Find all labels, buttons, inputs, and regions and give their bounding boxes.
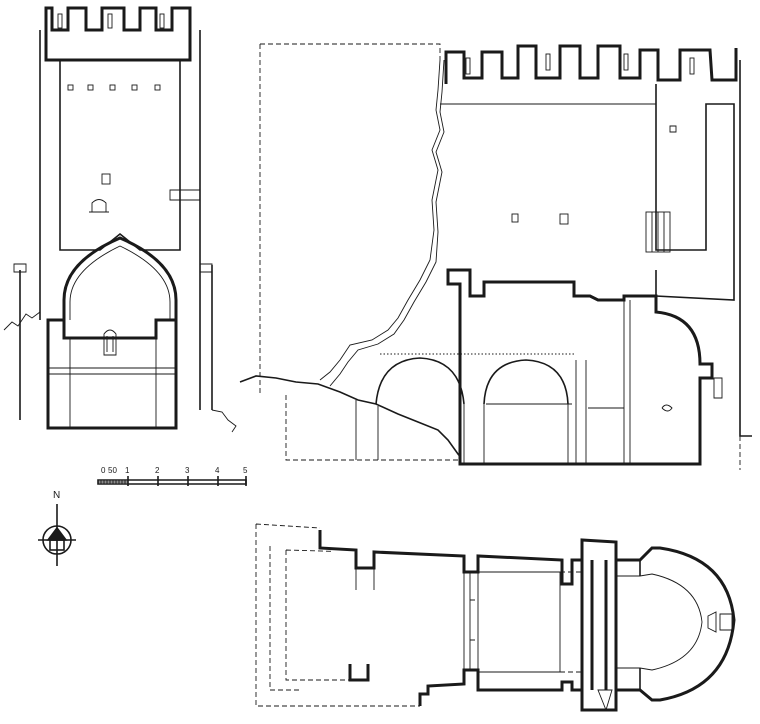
- scale-tick-label: 4: [215, 466, 220, 475]
- west-window-small: [101, 173, 111, 185]
- west-pointed-arch-outer: [62, 236, 178, 320]
- west-ruin-edge-right: [211, 409, 237, 433]
- west-side-corbel: [169, 189, 201, 201]
- south-battlement: [444, 44, 738, 84]
- ground-plan: [255, 523, 736, 712]
- south-tower-body: [655, 84, 735, 301]
- south-opening-1: [511, 213, 519, 223]
- south-ground-line: [239, 375, 467, 465]
- scale-tick-label: 50: [108, 466, 117, 475]
- north-arrow-base: [49, 539, 65, 551]
- north-label: N: [53, 490, 60, 501]
- scale-bar: 0 50 1 2 3 4 5: [97, 466, 248, 486]
- south-ornament: [661, 404, 673, 412]
- scale-tick-label: 5: [243, 466, 248, 475]
- south-pilasters: [463, 300, 631, 464]
- west-joist-holes: [67, 84, 161, 91]
- west-slit-2: [107, 13, 113, 29]
- west-niche: [89, 199, 109, 213]
- south-tower-hole: [669, 125, 677, 133]
- west-apse-window: [103, 329, 117, 356]
- south-ruin-edge-outer: [319, 59, 441, 381]
- scale-tick-label: 1: [125, 466, 130, 475]
- plan-south-buttress: [597, 689, 613, 712]
- west-tower-shaft: [59, 60, 181, 251]
- west-slit-3: [159, 13, 165, 29]
- south-door-boards: [651, 212, 665, 252]
- south-cornice: [486, 403, 624, 409]
- plan-arch-line: [463, 572, 471, 670]
- west-elevation: [3, 6, 237, 433]
- plan-arch-dashes: [470, 599, 478, 641]
- west-nave-courses: [48, 338, 176, 428]
- south-opening-2: [559, 213, 569, 225]
- plan-chancel-walls: [580, 560, 618, 690]
- scale-tick-label: 0: [101, 466, 106, 475]
- south-far-right-edge: [739, 60, 752, 437]
- plan-apse-inner: [616, 573, 703, 671]
- scale-bar-fine-ticks: [100, 480, 126, 484]
- plan-reconstruction-outline: [255, 523, 420, 707]
- west-ruin-edge-left: [3, 311, 41, 331]
- south-church-wall: [446, 268, 714, 466]
- south-reconstruction-outline: [259, 43, 465, 461]
- scale-tick-label: 2: [155, 466, 160, 475]
- plan-chancel-dashes: [560, 571, 582, 673]
- west-nave-block: [46, 318, 178, 430]
- south-ruin-edge-inner: [329, 59, 445, 387]
- plan-pier-south: [348, 664, 370, 682]
- west-left-walls: [19, 30, 41, 420]
- south-blind-arch-2: [483, 359, 569, 405]
- north-arrow-head: [46, 526, 68, 541]
- south-blind-arch-1: [375, 357, 465, 405]
- south-elevation: [239, 43, 752, 470]
- scale-tick-label: 3: [185, 466, 190, 475]
- west-pointed-arch-inner: [69, 245, 171, 320]
- plan-apse-window: [707, 611, 733, 633]
- west-slit-1: [57, 13, 63, 29]
- south-apse-buttress: [713, 377, 723, 399]
- south-dashed-posts: [355, 400, 379, 460]
- west-battlement: [44, 6, 192, 62]
- plan-outer-walls: [318, 530, 736, 712]
- west-pilaster-caps: [13, 263, 213, 273]
- south-merlon-slits: [465, 53, 695, 75]
- scale-bar-major-ticks: [127, 476, 247, 486]
- west-right-walls: [199, 30, 213, 410]
- north-arrow: N: [38, 490, 76, 566]
